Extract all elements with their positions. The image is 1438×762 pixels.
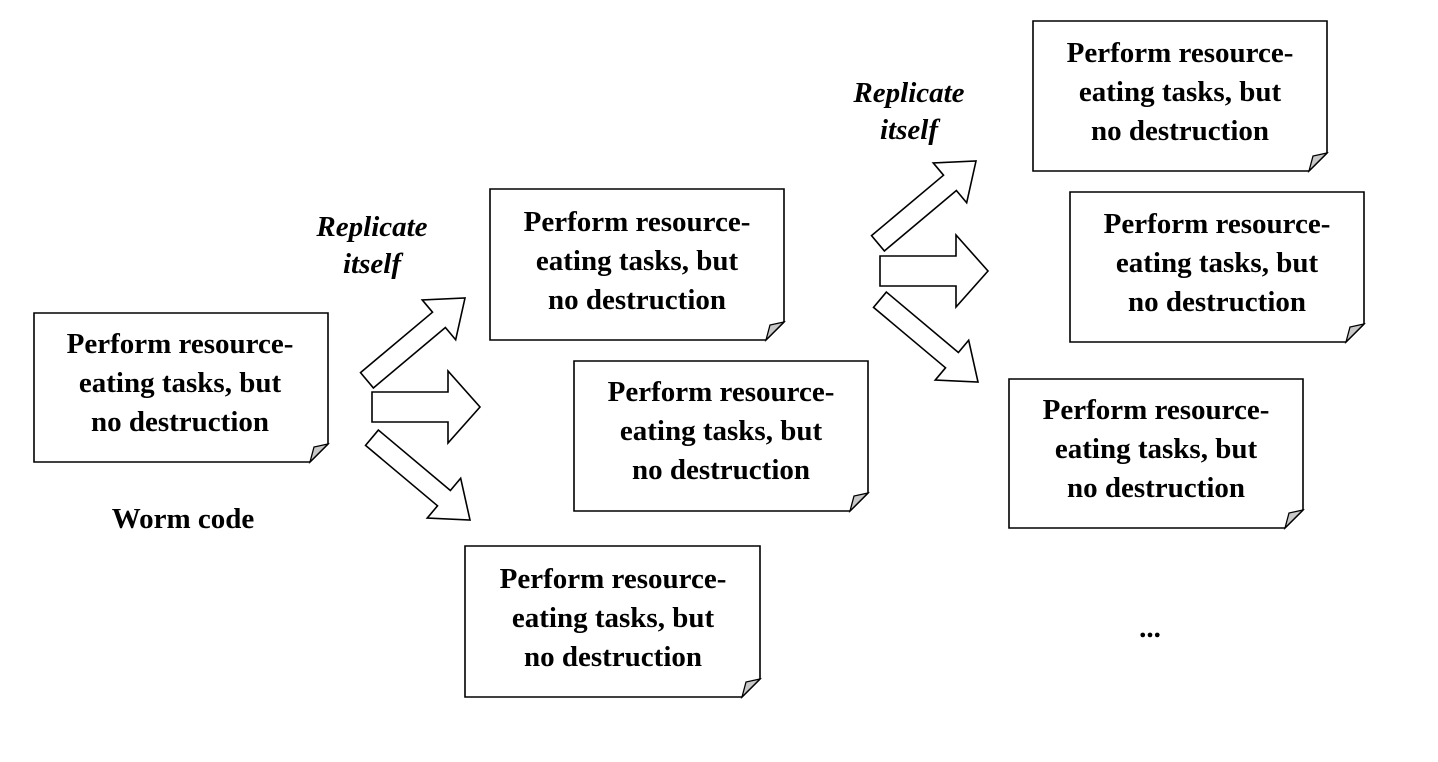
arrow-up-right-2 xyxy=(870,160,978,253)
box-line-1: Perform resource- xyxy=(1043,394,1270,426)
box-line-2: eating tasks, but xyxy=(620,415,823,447)
arrow-down-right-1 xyxy=(364,428,472,521)
box-line-3: no destruction xyxy=(91,406,269,438)
box-line-1: Perform resource- xyxy=(67,328,294,360)
box-line-1: Perform resource- xyxy=(1104,208,1331,240)
worm-code-label: Worm code xyxy=(112,503,255,535)
replicate-label-2-line-2: itself xyxy=(880,114,941,146)
arrow-right-1 xyxy=(371,368,482,446)
box-line-1: Perform resource- xyxy=(1067,37,1294,69)
arrow-down-right-2 xyxy=(872,290,980,383)
gen2-box-top: Perform resource- eating tasks, but no d… xyxy=(489,188,787,343)
box-line-2: eating tasks, but xyxy=(1079,76,1282,108)
arrow-right-2 xyxy=(879,232,990,310)
box-line-1: Perform resource- xyxy=(608,376,835,408)
gen3-box-bottom: Perform resource- eating tasks, but no d… xyxy=(1008,378,1306,531)
gen2-box-bottom: Perform resource- eating tasks, but no d… xyxy=(464,545,763,700)
box-line-3: no destruction xyxy=(524,641,702,673)
box-line-3: no destruction xyxy=(1067,472,1245,504)
worm-code-box: Perform resource- eating tasks, but no d… xyxy=(33,312,331,465)
replicate-label-2-line-1: Replicate xyxy=(852,77,964,109)
box-line-3: no destruction xyxy=(1091,115,1269,147)
box-line-2: eating tasks, but xyxy=(512,602,715,634)
box-line-3: no destruction xyxy=(548,284,726,316)
box-line-3: no destruction xyxy=(1128,286,1306,318)
box-line-2: eating tasks, but xyxy=(1116,247,1319,279)
box-line-2: eating tasks, but xyxy=(1055,433,1258,465)
gen3-box-top: Perform resource- eating tasks, but no d… xyxy=(1032,20,1330,174)
box-line-2: eating tasks, but xyxy=(536,245,739,277)
gen2-box-middle: Perform resource- eating tasks, but no d… xyxy=(573,360,871,514)
arrow-up-right-1 xyxy=(359,297,467,390)
box-line-1: Perform resource- xyxy=(500,563,727,595)
replicate-label-1-line-2: itself xyxy=(343,248,404,280)
box-line-3: no destruction xyxy=(632,454,810,486)
ellipsis-label: ... xyxy=(1139,612,1161,644)
box-line-1: Perform resource- xyxy=(524,206,751,238)
replicate-label-1-line-1: Replicate xyxy=(315,211,427,243)
box-line-2: eating tasks, but xyxy=(79,367,282,399)
gen3-box-middle: Perform resource- eating tasks, but no d… xyxy=(1069,191,1367,345)
